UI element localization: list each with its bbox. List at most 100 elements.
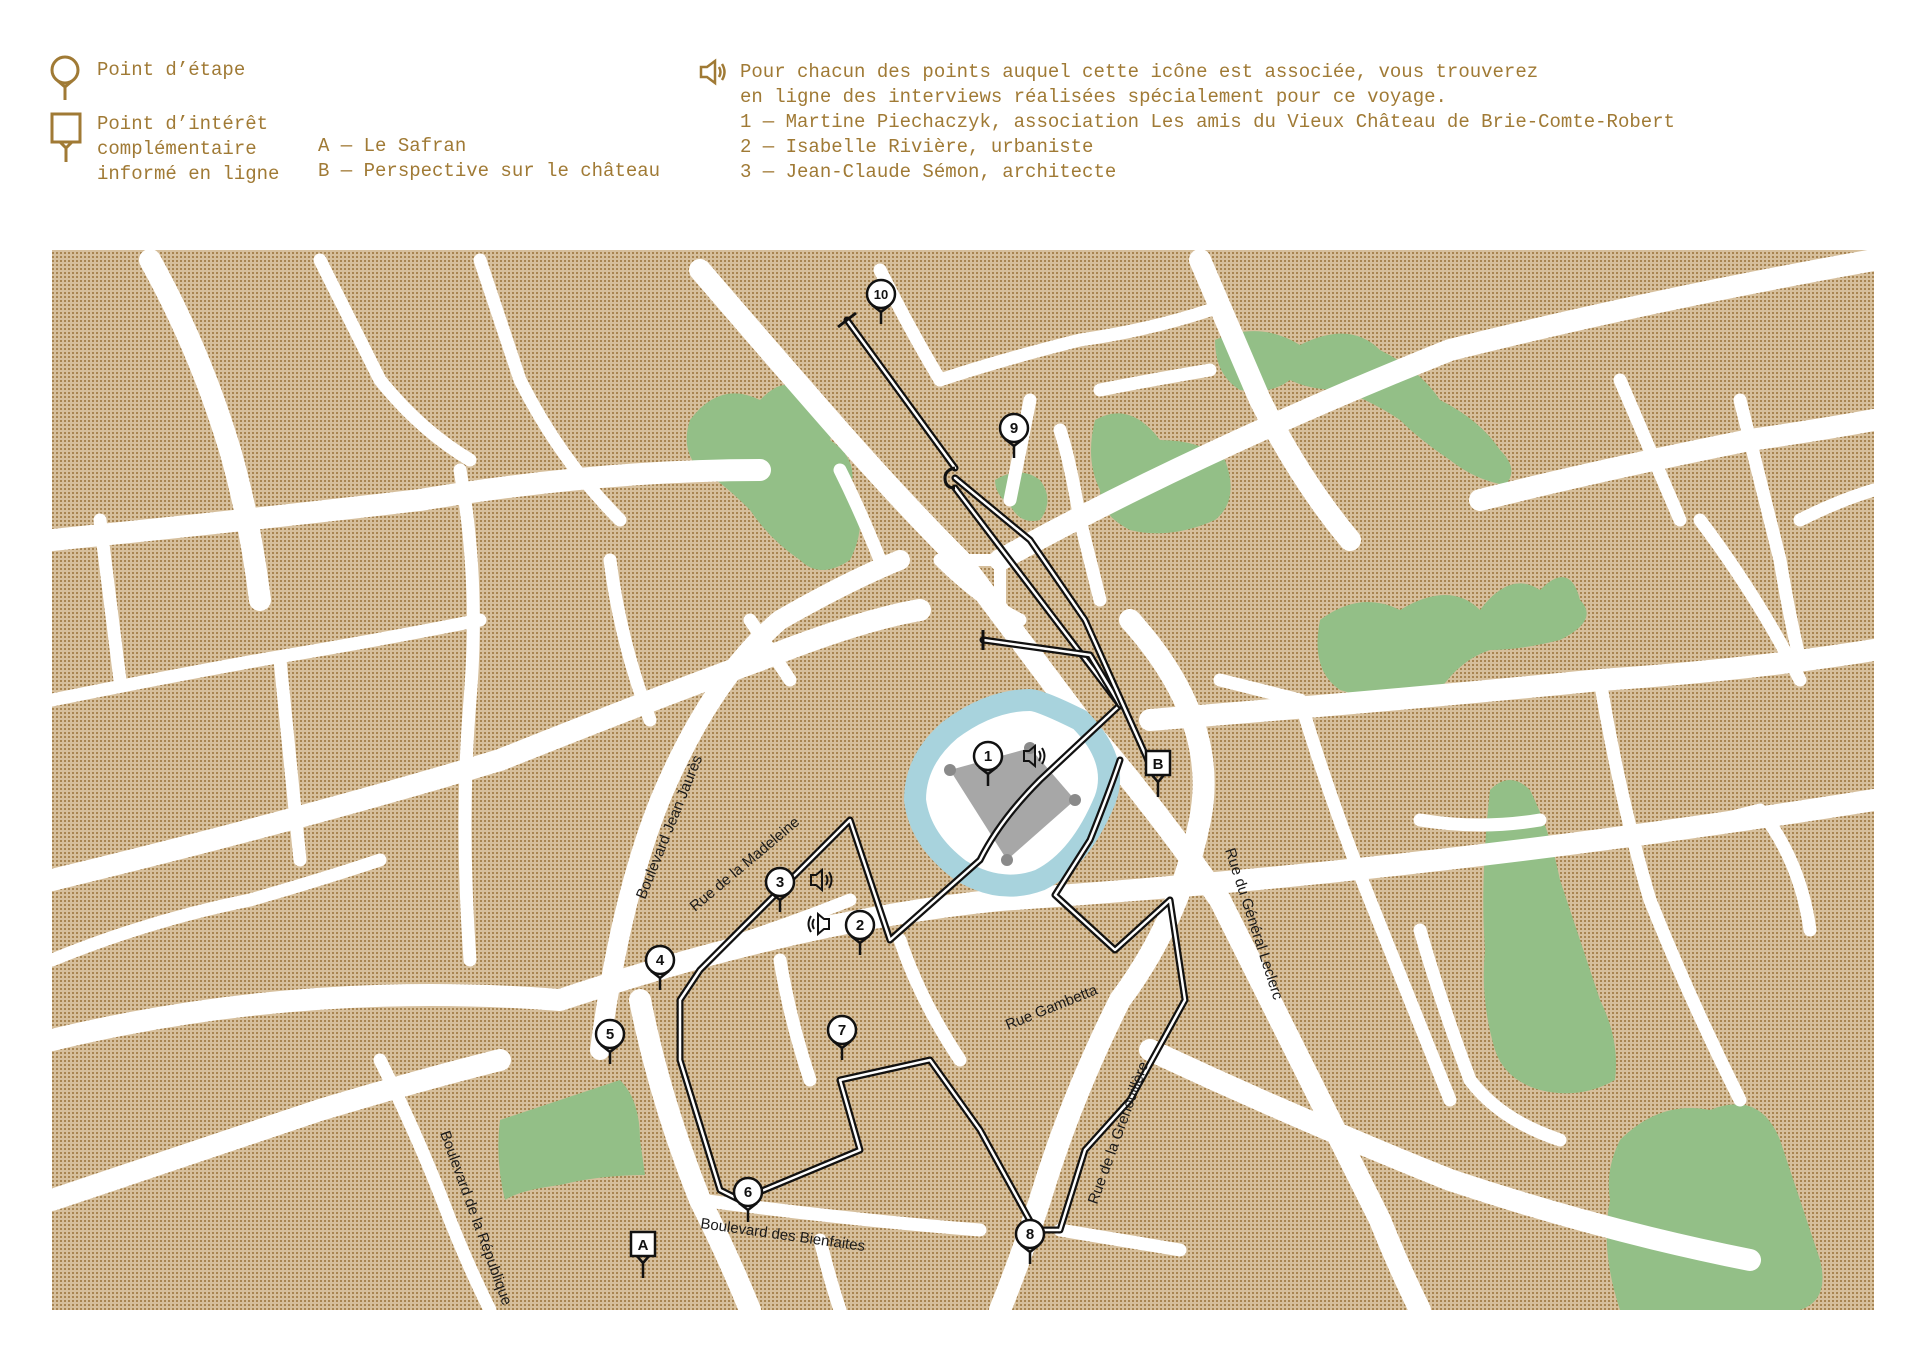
interest-point-icon	[50, 112, 82, 162]
road-minor-20	[833, 463, 887, 567]
waypoint-4: 4	[644, 944, 676, 992]
castle-tower	[1069, 794, 1081, 806]
route-path-core	[678, 318, 1187, 1232]
parks	[498, 331, 1823, 1310]
interest-point-a-label: A	[638, 1237, 649, 1254]
road-minor-23	[733, 893, 857, 947]
legend-audio-line-5: 3 — Jean-Claude Sémon, architecte	[740, 161, 1117, 183]
road-sw-diagonal	[52, 1049, 511, 1211]
road-minor-28	[373, 1053, 497, 1310]
road-minor-32	[1213, 673, 1307, 707]
road-diagonal-west	[52, 599, 931, 891]
road-minor-15	[1613, 373, 1687, 527]
waypoint-7: 7	[826, 1014, 858, 1062]
road-west-main	[52, 459, 771, 551]
park-south-west	[498, 1080, 645, 1200]
interest-point-b: B	[1144, 749, 1172, 799]
map-area: Boulevard Jean Jaurès Rue de la Madelein…	[52, 250, 1874, 1310]
road-north-east	[989, 250, 1874, 571]
road-minor-30	[273, 653, 307, 867]
route-north-east-core	[953, 476, 1152, 767]
legend-interet-b: B — Perspective sur le château	[318, 160, 661, 182]
waypoint-1-label: 1	[984, 748, 992, 765]
legend-etape-label: Point d’étape	[97, 59, 246, 81]
castle-tower	[944, 764, 956, 776]
road-minor-8	[1093, 363, 1217, 397]
waypoint-10: 10	[865, 278, 897, 326]
park-north-west	[686, 385, 860, 570]
road-boulevard-west	[590, 550, 910, 1060]
park-east	[1317, 577, 1587, 697]
waypoint-4-label: 4	[656, 952, 665, 969]
road-east	[1139, 639, 1874, 731]
road-minor-4	[453, 463, 480, 967]
road-minor-7	[933, 303, 1217, 387]
waypoints: 1 2 3 4 5 6 7	[594, 278, 1046, 1266]
route-endpoints	[837, 311, 985, 650]
legend-audio-line-3: 1 — Martine Piechaczyk, association Les …	[740, 111, 1675, 133]
road-minor-12	[1673, 803, 1817, 937]
road-minor-27	[813, 1233, 847, 1310]
road-ring-east	[989, 609, 1215, 1310]
park-north-east	[1215, 331, 1512, 485]
waypoint-8-label: 8	[1026, 1226, 1034, 1243]
legend-audio-line-2: en ligne des interviews réalisées spécia…	[740, 86, 1447, 108]
park-south-east-corner	[1606, 1104, 1823, 1310]
waypoint-10-label: 10	[874, 287, 888, 302]
waypoint-6-label: 6	[744, 1184, 752, 1201]
waypoint-9: 9	[998, 412, 1030, 460]
road-south-east	[1139, 1039, 1761, 1271]
legend-interet-line-2: complémentaire	[97, 138, 257, 160]
castle-tower	[1001, 854, 1013, 866]
waypoint-5-label: 5	[606, 1026, 614, 1043]
road-minor-5	[603, 553, 657, 727]
road-east-north	[1469, 409, 1874, 511]
roads	[52, 250, 1874, 1310]
waypoint-1: 1	[972, 740, 1004, 788]
route-loop	[943, 466, 956, 490]
waypoint-2-label: 2	[856, 917, 864, 934]
route-spur-core	[981, 638, 1122, 707]
road-minor-1	[473, 253, 627, 527]
waypoint-2: 2	[844, 909, 876, 957]
road-minor-18	[1053, 423, 1107, 607]
road-north-east-vertical	[1189, 250, 1361, 551]
road-minor-11	[1593, 673, 1747, 1107]
road-minor-17	[1793, 483, 1874, 527]
road-triangle	[944, 554, 1006, 616]
legend-interet-line-3: informé en ligne	[97, 163, 280, 185]
waypoint-3: 3	[764, 866, 796, 914]
road-minor-33	[1053, 1223, 1187, 1257]
interest-point-b-label: B	[1153, 756, 1164, 773]
road-minor-26	[693, 1193, 987, 1237]
road-minor-29	[52, 853, 387, 967]
interest-point-a: A	[629, 1230, 657, 1280]
road-south	[629, 989, 761, 1310]
road-minor-24	[773, 953, 817, 1087]
road-north-diagonal	[689, 259, 1431, 1310]
waypoint-6: 6	[732, 1176, 764, 1224]
road-minor-10	[1413, 813, 1547, 832]
waypoint-5: 5	[594, 1018, 626, 1066]
road-minor-19	[1003, 393, 1037, 507]
legend-interet-line-1: Point d’intérêt	[97, 113, 269, 135]
road-minor-9	[1293, 693, 1457, 1107]
speaker-icon	[699, 58, 726, 86]
road-minor-14	[1693, 513, 1807, 687]
road-minor-31	[93, 513, 127, 687]
road-minor-2	[313, 253, 477, 467]
waypoint-3-label: 3	[776, 874, 784, 891]
route-endpoint-bar	[837, 311, 857, 329]
road-minor-13	[1413, 923, 1567, 1147]
road-minor-25	[893, 933, 967, 1067]
waypoint-9-label: 9	[1010, 420, 1018, 437]
interest-points: A B	[629, 749, 1172, 1280]
legend-audio-line-4: 2 — Isabelle Rivière, urbaniste	[740, 136, 1094, 158]
waypoint-7-label: 7	[838, 1022, 846, 1039]
road-minor-22	[743, 613, 797, 687]
waypoint-8: 8	[1014, 1218, 1046, 1266]
road-north-west	[139, 250, 271, 611]
legend-interet-a: A — Le Safran	[318, 135, 467, 157]
walking-route	[676, 316, 1189, 1234]
